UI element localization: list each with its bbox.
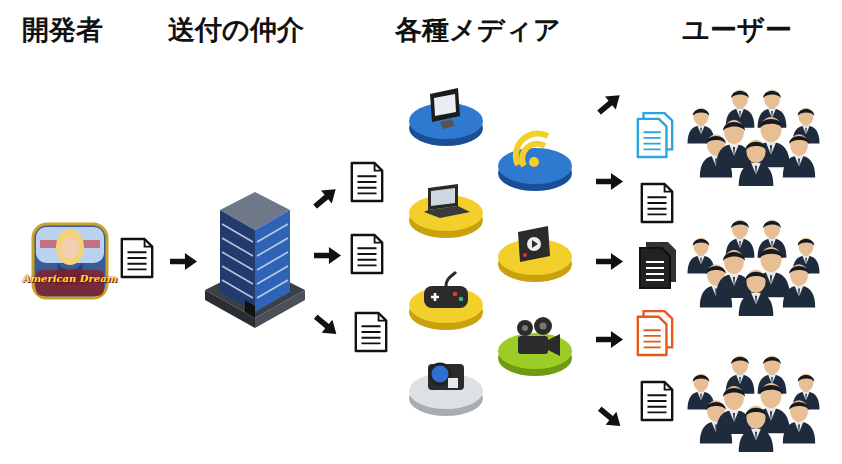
column-heading: 各種メディア: [395, 12, 561, 48]
column-heading: ユーザー: [682, 12, 792, 48]
column-heading: 開発者: [22, 12, 103, 48]
app-icon-title: American Dream: [23, 273, 117, 284]
column-heading: 送付の仲介: [168, 12, 304, 48]
